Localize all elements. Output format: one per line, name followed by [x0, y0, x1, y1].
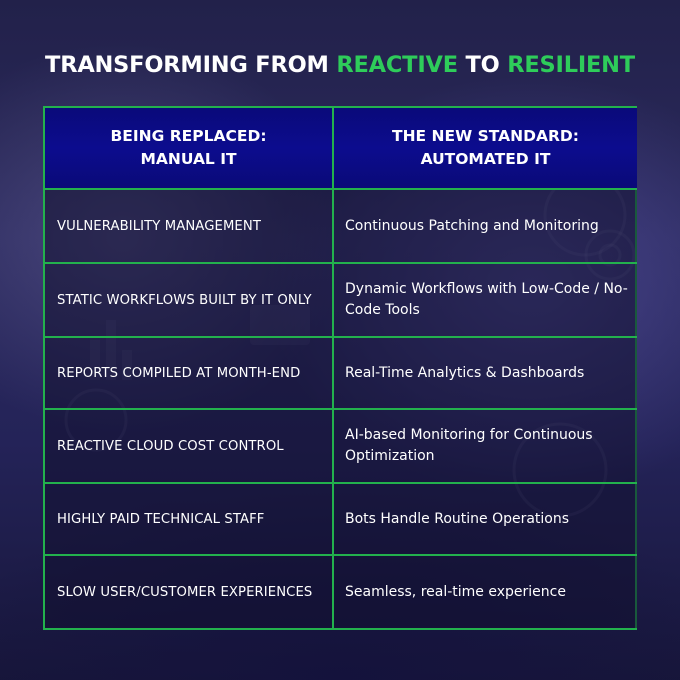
table-cell-replaced: REPORTS COMPILED AT MONTH-END	[45, 338, 334, 410]
table-cell-standard: Continuous Patching and Monitoring	[334, 190, 637, 264]
table-cell-standard: Seamless, real-time experience	[334, 556, 637, 628]
page-title: TRANSFORMING FROM REACTIVE TO RESILIENT	[0, 52, 680, 78]
header-new-standard: THE NEW STANDARD: AUTOMATED IT	[334, 108, 637, 190]
header-new-standard-line1: THE NEW STANDARD:	[392, 127, 579, 145]
comparison-table: BEING REPLACED: MANUAL IT THE NEW STANDA…	[43, 106, 637, 630]
title-highlight-resilient: RESILIENT	[507, 52, 635, 78]
title-part-1: TRANSFORMING FROM	[45, 52, 337, 78]
table-cell-replaced: REACTIVE CLOUD COST CONTROL	[45, 410, 334, 484]
table-cell-replaced: VULNERABILITY MANAGEMENT	[45, 190, 334, 264]
table-cell-standard: Real-Time Analytics & Dashboards	[334, 338, 637, 410]
table-cell-replaced: SLOW USER/CUSTOMER EXPERIENCES	[45, 556, 334, 628]
title-highlight-reactive: REACTIVE	[336, 52, 458, 78]
header-being-replaced: BEING REPLACED: MANUAL IT	[45, 108, 334, 190]
table-cell-replaced: HIGHLY PAID TECHNICAL STAFF	[45, 484, 334, 556]
header-new-standard-line2: AUTOMATED IT	[420, 150, 551, 168]
title-part-2: TO	[457, 52, 508, 78]
table-cell-standard: AI-based Monitoring for Continuous Optim…	[334, 410, 637, 484]
table-cell-standard: Dynamic Workflows with Low-Code / No-Cod…	[334, 264, 637, 338]
header-being-replaced-line1: BEING REPLACED:	[110, 127, 267, 145]
header-being-replaced-line2: MANUAL IT	[140, 150, 237, 168]
table-cell-replaced: STATIC WORKFLOWS BUILT BY IT ONLY	[45, 264, 334, 338]
table-cell-standard: Bots Handle Routine Operations	[334, 484, 637, 556]
